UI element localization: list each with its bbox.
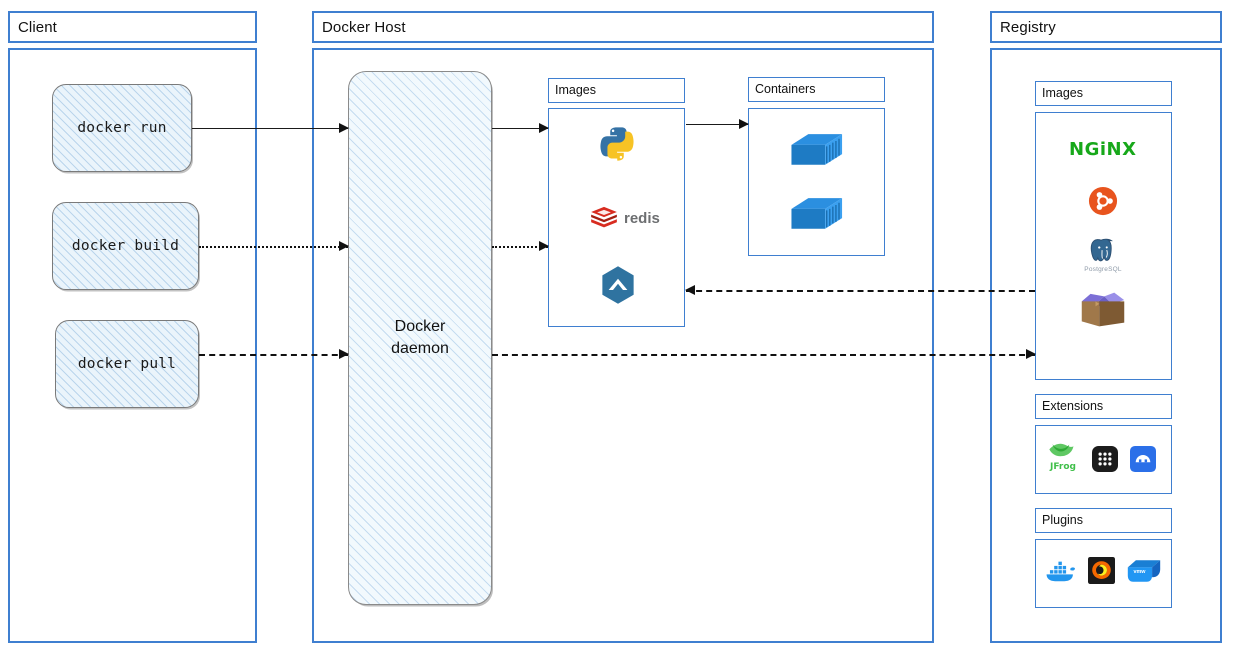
arrowhead-icon [339, 241, 349, 251]
docker-daemon-box[interactable]: Docker daemon [348, 71, 492, 605]
connector-line [686, 124, 748, 125]
docker-daemon-label: Docker daemon [391, 316, 449, 359]
jfrog-icon: JFrog [1046, 442, 1080, 472]
svg-text:vmw: vmw [1134, 569, 1147, 575]
redis-label: redis [624, 209, 660, 227]
jfrog-label: JFrog [1050, 462, 1076, 472]
docker-daemon-label-line2: daemon [391, 340, 449, 357]
command-docker-pull[interactable]: docker pull [55, 320, 199, 408]
arrowhead-icon [339, 123, 349, 133]
arrowhead-icon [1026, 349, 1036, 359]
docker-host-zone-header: Docker Host [312, 11, 934, 43]
connector-line [492, 128, 548, 129]
registry-zone-header: Registry [990, 11, 1222, 43]
command-docker-build[interactable]: docker build [52, 202, 199, 290]
nginx-icon: NGiNX [1069, 141, 1136, 160]
postgresql-logo: PostgreSQL [1081, 236, 1125, 274]
grafana-icon [1088, 557, 1115, 584]
registry-plugins-panel-label: Plugins [1042, 513, 1083, 528]
arrowhead-icon [339, 349, 349, 359]
mattermost-hexagon-icon [602, 266, 634, 304]
connector-line [199, 246, 348, 248]
command-docker-run-label: docker run [77, 120, 167, 136]
client-zone-label: Client [18, 18, 57, 36]
registry-extensions-panel-label: Extensions [1042, 399, 1104, 414]
package-box-icon [1081, 292, 1125, 327]
registry-images-panel-header: Images [1035, 81, 1172, 106]
registry-extensions-panel-header: Extensions [1035, 394, 1172, 419]
docker-daemon-label-line1: Docker [394, 318, 446, 336]
vmware-icon: vmw [1127, 560, 1161, 582]
command-docker-run[interactable]: docker run [52, 84, 192, 172]
host-images-panel-label: Images [555, 83, 596, 98]
ubuntu-icon [1088, 186, 1118, 216]
postgresql-label: PostgreSQL [1084, 266, 1122, 273]
arrowhead-icon [539, 241, 549, 251]
nginx-label: NGiNX [1069, 139, 1137, 160]
docker-host-zone-label: Docker Host [322, 18, 406, 36]
shipping-container-icon [791, 134, 843, 165]
host-images-panel-header: Images [548, 78, 685, 103]
connector-line [192, 128, 348, 129]
containers-panel-label: Containers [755, 82, 816, 97]
jfrog-glyph-icon [1049, 443, 1074, 457]
containers-panel-body [748, 108, 885, 256]
command-docker-build-label: docker build [71, 238, 180, 254]
containers-panel-header: Containers [748, 77, 885, 102]
redis-icon [591, 206, 617, 228]
connector-line [492, 354, 1035, 356]
connector-line [686, 290, 1035, 292]
connector-line [199, 354, 348, 356]
arrowhead-icon [739, 119, 749, 129]
arrowhead-icon [685, 285, 695, 295]
command-docker-pull-label: docker pull [77, 356, 177, 372]
client-zone-header: Client [8, 11, 257, 43]
postgresql-icon [1090, 238, 1113, 262]
python-icon [600, 127, 634, 161]
registry-plugins-panel-header: Plugins [1035, 508, 1172, 533]
registry-zone-label: Registry [1000, 18, 1056, 36]
redis-logo: redis [590, 206, 660, 230]
arrowhead-icon [539, 123, 549, 133]
registry-images-panel-label: Images [1042, 86, 1083, 101]
grid-dots-icon [1092, 446, 1118, 472]
shipping-container-icon [791, 198, 843, 229]
blue-app-icon [1130, 446, 1156, 472]
connector-line [492, 246, 548, 248]
docker-whale-icon [1046, 561, 1076, 582]
